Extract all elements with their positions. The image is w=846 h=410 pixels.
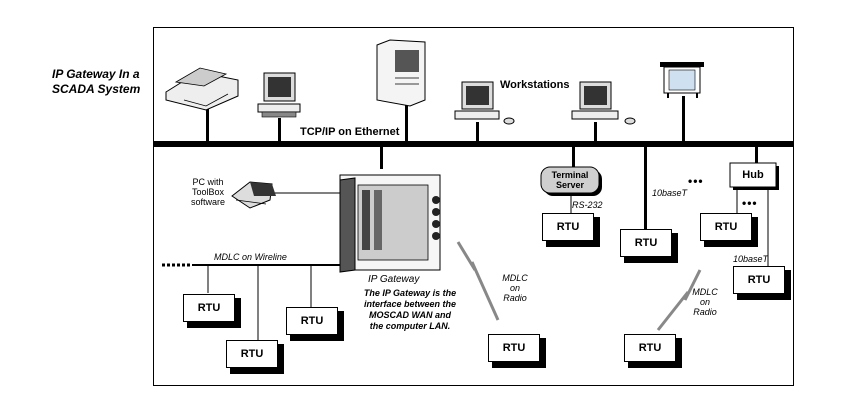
pc-label-line1: PC with: [192, 177, 224, 187]
rtu-label: RTU: [624, 334, 676, 362]
terminal-server-label: Terminal Server: [541, 170, 599, 190]
workstation1-icon: [257, 72, 301, 118]
wireline-bus: [192, 264, 360, 266]
hub-icon: [729, 162, 779, 190]
mdlc-radio-2-line1: MDLC: [692, 287, 718, 297]
hub-label: Hub: [742, 169, 764, 181]
printer-icon: [165, 67, 239, 111]
pc-label: PC with ToolBox software: [186, 177, 230, 207]
mdlc-radio-label-2: MDLC on Radio: [688, 287, 722, 317]
workstation2-icon: [454, 81, 515, 125]
terminal-server-line2: Server: [555, 180, 585, 190]
rtu-label: RTU: [488, 334, 540, 362]
rtu-wireline-3: RTU: [226, 340, 284, 374]
workstation1-drop: [278, 118, 281, 141]
radio-link-2: [656, 269, 702, 331]
diagram-title-line2: SCADA System: [52, 82, 141, 96]
printer-drop: [206, 103, 209, 141]
mdlc-radio-1-line3: Radio: [503, 293, 527, 303]
pc-label-line2: ToolBox: [191, 187, 225, 197]
radio-link-1: [456, 241, 500, 321]
rtu-wireline-2: RTU: [286, 307, 344, 341]
ip-gateway-label: IP Gateway: [368, 274, 420, 285]
rtu-label: RTU: [183, 294, 235, 322]
rtu-terminal: RTU: [542, 213, 600, 247]
gateway-drop: [380, 147, 383, 169]
gateway-desc-line2: interface between the: [363, 299, 457, 309]
gateway-desc-line4: the computer LAN.: [369, 321, 451, 331]
ethernet-label: TCP/IP on Ethernet: [300, 126, 400, 138]
rtu-label: RTU: [700, 213, 752, 241]
server-drop: [405, 103, 408, 141]
gateway-description: The IP Gateway is the interface between …: [350, 288, 470, 332]
ellipsis-2: •••: [742, 196, 758, 210]
mdlc-radio-2-line2: on: [699, 297, 710, 307]
rs232-label: RS-232: [572, 200, 603, 210]
ip-gateway-cabinet-icon: [339, 174, 441, 273]
ethernet-backbone: [153, 141, 794, 147]
mdlc-radio-2-line3: Radio: [693, 307, 717, 317]
rtu-label: RTU: [226, 340, 278, 368]
rtu-label: RTU: [286, 307, 338, 335]
mdlc-wireline-label: MDLC on Wireline: [214, 252, 287, 262]
rtu-radio-1: RTU: [488, 334, 546, 368]
rtu-hub-1: RTU: [700, 213, 758, 247]
mdlc-radio-1-line1: MDLC: [502, 273, 528, 283]
tenbase-label-2: 10baseT: [733, 254, 769, 264]
rtu-label: RTU: [542, 213, 594, 241]
hub-drop: [755, 147, 758, 163]
tenbase-drop: [644, 147, 647, 230]
workstation3-drop: [594, 122, 597, 141]
rtu-label: RTU: [733, 266, 785, 294]
diagram-title: IP Gateway In a SCADA System: [52, 67, 140, 97]
workstation3-icon: [571, 81, 636, 125]
terminal-server-icon: [540, 166, 602, 196]
mdlc-radio-1-line2: on: [509, 283, 520, 293]
gateway-desc-line1: The IP Gateway is the: [363, 288, 457, 298]
rtu-tenbase: RTU: [620, 229, 678, 263]
terminal-server-line1: Terminal: [551, 170, 589, 180]
rtu-hub-2: RTU: [733, 266, 791, 300]
diagram-title-line1: IP Gateway In a: [52, 67, 140, 81]
pc-label-line3: software: [190, 197, 225, 207]
plotter-drop: [682, 96, 685, 141]
diagram-frame: [153, 27, 794, 386]
workstations-label: Workstations: [500, 79, 570, 91]
rtu-wireline-1: RTU: [183, 294, 241, 328]
rtu-label: RTU: [620, 229, 672, 257]
plotter-icon: [660, 62, 704, 98]
server-icon: [376, 39, 426, 107]
ellipsis-1: •••: [688, 174, 704, 188]
tenbase-label-1: 10baseT: [652, 188, 688, 198]
terminal-drop: [572, 147, 575, 169]
mdlc-radio-label-1: MDLC on Radio: [498, 273, 532, 303]
workstation2-drop: [476, 122, 479, 141]
pc-toolbox-icon: [231, 181, 276, 209]
gateway-desc-line3: MOSCAD WAN and: [369, 310, 451, 320]
rtu-radio-2: RTU: [624, 334, 682, 368]
